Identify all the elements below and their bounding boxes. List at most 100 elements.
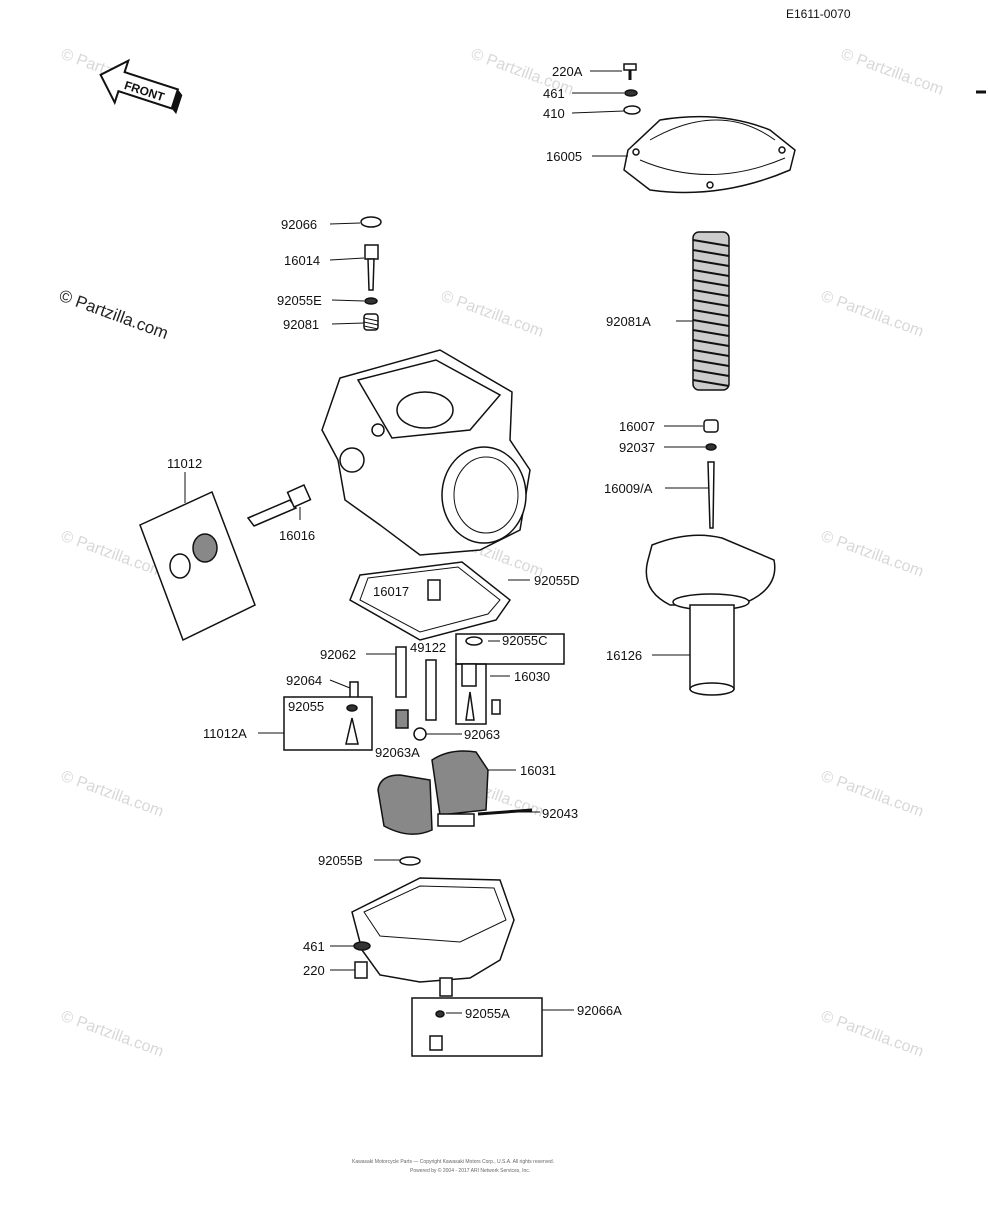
label-92062: 92062 <box>320 647 356 662</box>
watermark: © Partzilla.com <box>819 768 926 821</box>
cover-rim <box>639 157 786 175</box>
label-92055D: 92055D <box>534 573 580 588</box>
watermark-dark: © Partzilla.com <box>57 286 171 343</box>
float-bowl-group <box>351 877 515 997</box>
pilot-jet-icon <box>425 659 437 721</box>
choke-knob-icon <box>339 447 365 473</box>
label-11012: 11012 <box>167 456 202 471</box>
nut-icon <box>413 727 427 741</box>
label-92037: 92037 <box>619 440 655 455</box>
label-16030: 16030 <box>514 669 550 684</box>
label-410: 410 <box>543 106 565 121</box>
label-16005: 16005 <box>546 149 582 164</box>
screw-icon <box>349 681 359 699</box>
boss-icon <box>371 423 385 437</box>
label-92081: 92081 <box>283 317 319 332</box>
washer-icon <box>353 941 371 951</box>
leader-line <box>571 110 625 114</box>
label-92066A: 92066A <box>577 1003 622 1018</box>
label-16014: 16014 <box>284 253 320 268</box>
label-92055A: 92055A <box>465 1006 510 1021</box>
label-16016: 16016 <box>279 528 315 543</box>
drain-icon <box>439 977 453 997</box>
float-right-icon <box>431 750 489 816</box>
hole-icon <box>706 181 714 189</box>
kit-card <box>139 490 256 642</box>
float-bowl-icon <box>351 877 515 983</box>
leader-line <box>329 257 365 261</box>
part-labels: 220A 461 410 16005 92066 16014 92055E 92… <box>167 64 655 1021</box>
pilot-screw-icon <box>367 258 375 291</box>
main-spring-group <box>692 231 730 391</box>
hole-icon <box>632 148 640 156</box>
kit-11012-group <box>139 490 256 642</box>
watermark: © Partzilla.com <box>439 288 546 341</box>
carb-bore-top <box>396 391 454 429</box>
gasket-inner <box>359 566 501 633</box>
watermark: © Partzilla.com <box>59 1008 166 1061</box>
diaphragm-icon <box>645 534 776 606</box>
label-92055: 92055 <box>288 699 324 714</box>
label-92081A: 92081A <box>606 314 651 329</box>
vacuum-piston-group <box>645 534 776 696</box>
oring-icon <box>435 1010 445 1018</box>
jet-needle-icon <box>707 461 715 529</box>
label-92063A: 92063A <box>375 745 420 760</box>
carburetor-body-group <box>321 349 531 556</box>
piston-bottom <box>689 682 735 696</box>
label-49122: 49122 <box>410 640 446 655</box>
main-jet-icon <box>395 709 409 729</box>
needle-holder-icon <box>703 419 719 433</box>
float-pin-icon <box>477 808 533 816</box>
leader-line <box>329 679 351 689</box>
spring-coils <box>692 239 730 387</box>
leader-line <box>329 222 361 225</box>
label-92043: 92043 <box>542 806 578 821</box>
starter-plunger-icon <box>246 499 298 527</box>
screw-icon <box>354 961 368 979</box>
float-needle-icon <box>465 691 475 721</box>
plug-icon <box>169 553 191 579</box>
label-11012A: 11012A <box>203 726 247 741</box>
watermark: © Partzilla.com <box>819 288 926 341</box>
label-461b: 461 <box>303 939 325 954</box>
label-92055B: 92055B <box>318 853 363 868</box>
float-group <box>377 750 533 835</box>
washer-icon <box>624 89 638 97</box>
float-left-icon <box>377 774 433 835</box>
hole-icon <box>778 146 786 154</box>
clip-icon <box>705 443 717 451</box>
label-461: 461 <box>543 86 565 101</box>
cover-dome <box>649 119 776 141</box>
label-16007: 16007 <box>619 419 655 434</box>
cap-icon <box>360 216 382 228</box>
label-92055E: 92055E <box>277 293 322 308</box>
label-16031: 16031 <box>520 763 556 778</box>
piston-body-icon <box>689 604 735 690</box>
screw-icon <box>623 63 637 71</box>
oring-icon <box>364 297 378 305</box>
footer-line-1: Kawasaki Motorcycle Parts — Copyright Ka… <box>352 1159 554 1165</box>
float-bowl-rim <box>363 885 507 943</box>
label-16126: 16126 <box>606 648 642 663</box>
watermark: © Partzilla.com <box>819 528 926 581</box>
arrow-shadow <box>171 89 183 115</box>
float-arm <box>437 813 475 827</box>
top-cover-icon <box>623 115 796 194</box>
needle-valve-seat-icon <box>427 579 441 601</box>
needle-valve-icon <box>461 663 477 687</box>
footer-line-2: Powered by © 2004 - 2017 ARI Network Ser… <box>410 1167 530 1174</box>
needle-jet-icon <box>395 646 407 698</box>
grommet-icon <box>192 533 218 563</box>
diagram-code: E1611-0070 <box>786 7 851 21</box>
float-valve-icon <box>345 717 359 745</box>
oring-icon <box>399 856 421 866</box>
washer-icon <box>623 105 641 115</box>
drain-plug-icon <box>429 1035 443 1051</box>
leader-line <box>331 322 365 325</box>
float-bowl-gasket-icon <box>349 561 512 641</box>
label-92066: 92066 <box>281 217 317 232</box>
leader-lines <box>184 70 709 1014</box>
